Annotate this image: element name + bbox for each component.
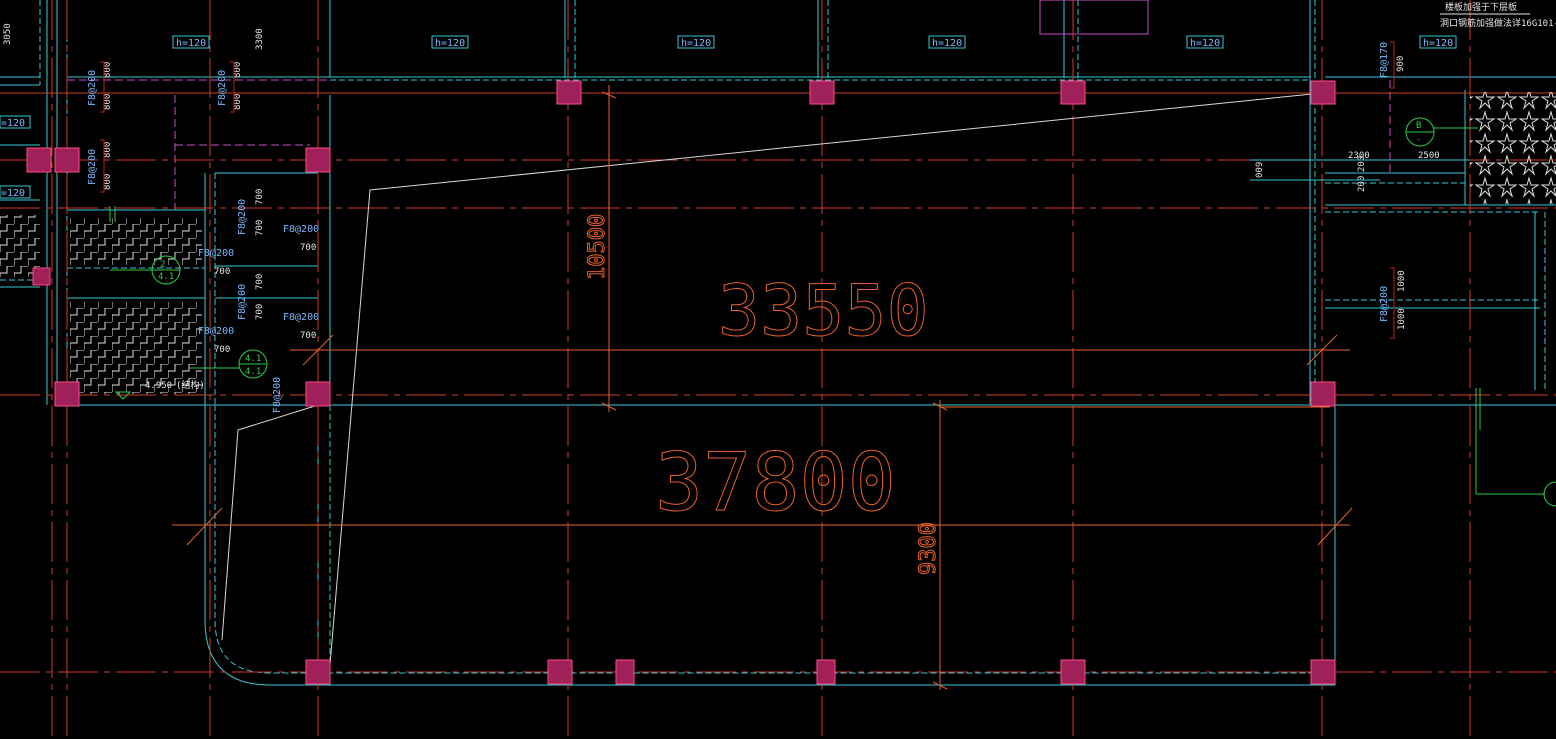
section-marks: 2 4.1 4.1 4.1 B - bbox=[109, 117, 1556, 507]
slab-label: h=120 bbox=[1423, 38, 1453, 49]
column[interactable] bbox=[1060, 80, 1086, 105]
slab-label: h=120 bbox=[932, 38, 962, 49]
column[interactable] bbox=[1060, 659, 1086, 685]
stair-hatch bbox=[0, 92, 1556, 394]
small-dim: 2300 bbox=[1348, 151, 1370, 161]
column[interactable] bbox=[1310, 381, 1336, 407]
section-mark-bottom: - bbox=[1416, 135, 1421, 145]
slab-label: =120 bbox=[1, 188, 25, 199]
rebar-label: F8@200 bbox=[87, 70, 98, 106]
slab-label: =120 bbox=[1, 118, 25, 129]
section-mark-bottom: 4.1 bbox=[158, 272, 174, 282]
rebar-label: F8@200 bbox=[217, 70, 228, 106]
elevation-label: 4.950 bbox=[145, 381, 172, 391]
section-mark-top: 4.1 bbox=[245, 354, 261, 364]
column[interactable] bbox=[26, 147, 52, 173]
rebar-label: F8@200 bbox=[237, 199, 248, 235]
rebar-length: 1000 bbox=[1397, 270, 1407, 292]
small-dim: 200 bbox=[1357, 156, 1367, 172]
slab-label: h=120 bbox=[1190, 38, 1220, 49]
dimension-10500: 10500 bbox=[585, 214, 610, 280]
large-dimensions: 33550 37800 10500 9300 bbox=[585, 213, 942, 575]
column[interactable] bbox=[305, 659, 331, 685]
rebar-label: F8@200 bbox=[198, 248, 234, 259]
small-dim: 009 bbox=[1255, 162, 1265, 178]
rebar-length: 700 bbox=[255, 220, 265, 236]
rebar-length: 800 bbox=[103, 94, 113, 110]
section-mark-bottom: 4.1 bbox=[245, 367, 261, 377]
section-mark-top: B bbox=[1416, 121, 1421, 131]
dimension-9300: 9300 bbox=[916, 522, 941, 575]
rebar-length: 800 bbox=[233, 94, 243, 110]
dimension-37800: 37800 bbox=[655, 436, 896, 529]
elevation-note: (结构) bbox=[176, 379, 205, 391]
column[interactable] bbox=[816, 659, 836, 685]
column[interactable] bbox=[615, 659, 635, 685]
rebar-label: F8@200 bbox=[283, 224, 319, 235]
misc-labels: 3050 3300 4.950 (结构) 2300 2500 009 200 2… bbox=[3, 1, 1556, 400]
column[interactable] bbox=[1310, 659, 1336, 685]
small-dim: 200 bbox=[1357, 176, 1367, 192]
outline-polyline bbox=[221, 92, 1323, 666]
rebar-length: 800 bbox=[233, 62, 243, 78]
column[interactable] bbox=[305, 147, 331, 173]
column[interactable] bbox=[54, 147, 80, 173]
rebar-length: 1000 bbox=[1397, 308, 1407, 330]
small-dim: 2500 bbox=[1418, 151, 1440, 161]
column[interactable] bbox=[1310, 80, 1336, 105]
column[interactable] bbox=[556, 80, 582, 105]
slab-thickness-labels: h=120 h=120 h=120 h=120 h=120 h=120 =120… bbox=[0, 35, 1457, 199]
left-dim-label: 3050 bbox=[3, 23, 13, 45]
section-mark-top: 2 bbox=[160, 260, 165, 270]
column[interactable] bbox=[32, 267, 51, 286]
left-dim-label: 3300 bbox=[255, 28, 265, 50]
column[interactable] bbox=[547, 659, 573, 685]
column[interactable] bbox=[305, 381, 331, 407]
dimension-33550: 33550 bbox=[718, 270, 929, 352]
rebar-label: F8@200 bbox=[272, 377, 283, 413]
rebar-length: 900 bbox=[1396, 56, 1406, 72]
rebar-label: F8@170 bbox=[1379, 42, 1390, 78]
dimension-lines bbox=[172, 85, 1353, 690]
rebar-length: 700 bbox=[300, 331, 316, 341]
rebar-length: 700 bbox=[214, 267, 230, 277]
column[interactable] bbox=[54, 381, 80, 407]
rebar-label: F8@200 bbox=[237, 284, 248, 320]
rebar-label: F8@200 bbox=[283, 312, 319, 323]
magenta-lines bbox=[67, 0, 1391, 210]
rebar-length: 700 bbox=[255, 274, 265, 290]
slab-label: h=120 bbox=[681, 38, 711, 49]
rebar-annotations: F8@200 800 800 F8@200 800 800 F8@200 800… bbox=[87, 41, 1407, 413]
rebar-label: F8@200 bbox=[198, 326, 234, 337]
slab-label: h=120 bbox=[176, 38, 206, 49]
slab-label: h=120 bbox=[435, 38, 465, 49]
rebar-length: 800 bbox=[103, 142, 113, 158]
top-right-note: 洞口钢筋加强做法详16G101-1 bbox=[1440, 17, 1556, 29]
column[interactable] bbox=[809, 80, 835, 105]
top-right-note: 楼板加强于下层板 bbox=[1445, 1, 1517, 13]
rebar-length: 700 bbox=[255, 189, 265, 205]
rebar-length: 700 bbox=[214, 345, 230, 355]
columns bbox=[26, 80, 1336, 685]
rebar-length: 700 bbox=[255, 304, 265, 320]
rebar-label: F8@200 bbox=[87, 149, 98, 185]
rebar-label: F8@200 bbox=[1379, 286, 1390, 322]
rebar-length: 800 bbox=[103, 174, 113, 190]
rebar-length: 800 bbox=[103, 62, 113, 78]
rebar-length: 700 bbox=[300, 243, 316, 253]
